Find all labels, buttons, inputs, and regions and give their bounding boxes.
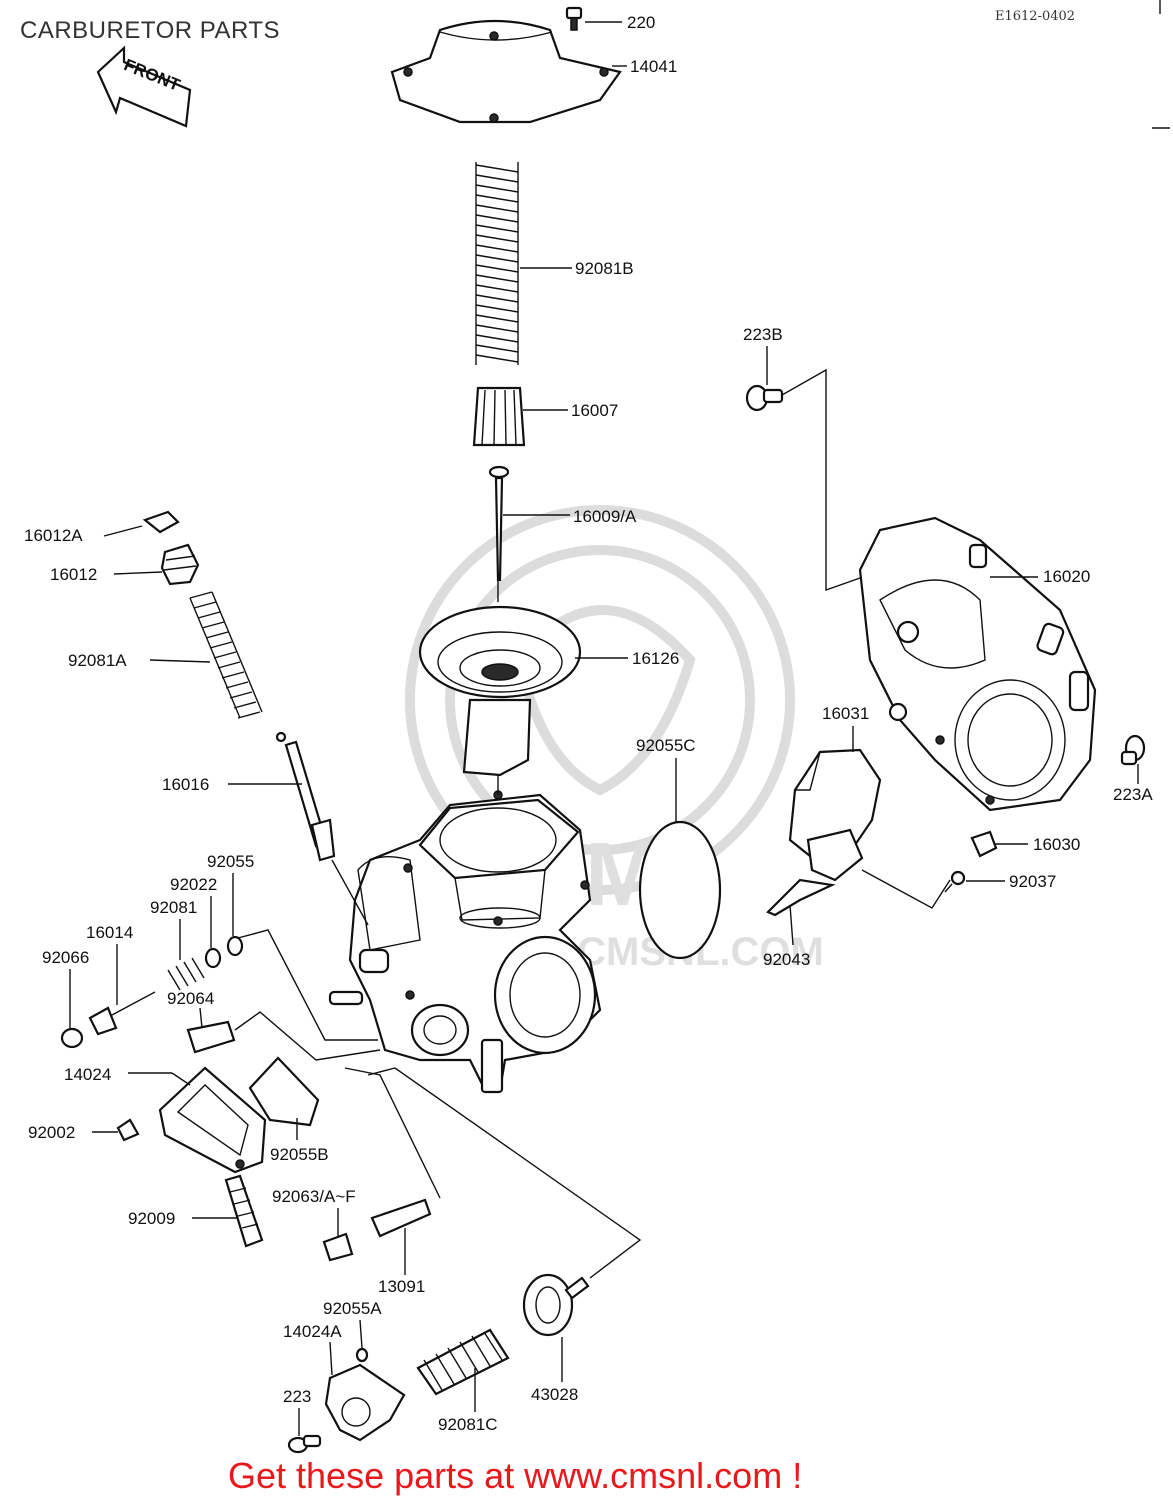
carburetor-top-cover-16020-part: [858, 516, 1097, 812]
screw-223b-part: [745, 384, 784, 412]
spring-92081c-part: [416, 1328, 510, 1396]
label-43028: 43028: [531, 1385, 578, 1404]
label-14041: 14041: [630, 57, 677, 76]
label-16020: 16020: [1043, 567, 1090, 586]
label-223b: 223B: [743, 325, 783, 344]
label-92055a: 92055A: [323, 1299, 382, 1318]
leader-92064: [234, 1011, 381, 1061]
label-92002: 92002: [28, 1123, 75, 1142]
vacuum-piston-16126-part: [418, 605, 582, 777]
spring-92081b-part: [475, 160, 519, 365]
jet-needle-16009a-part: [488, 465, 510, 582]
label-92081a: 92081A: [68, 651, 127, 670]
label-92037: 92037: [1009, 872, 1056, 891]
label-92066: 92066: [42, 948, 89, 967]
o-ring-92055-part: [226, 935, 244, 957]
page-title: CARBURETOR PARTS: [20, 17, 280, 44]
float-valve-16030-part: [970, 830, 998, 858]
label-16012: 16012: [50, 565, 97, 584]
label-16016: 16016: [162, 775, 209, 794]
spring-92081a-part: [189, 591, 263, 719]
label-16030: 16030: [1033, 835, 1080, 854]
label-16009a: 16009/A: [573, 507, 637, 526]
label-220: 220: [627, 13, 655, 32]
footer-link-text[interactable]: Get these parts at www.cmsnl.com !: [228, 1455, 802, 1496]
label-92081c: 92081C: [438, 1415, 498, 1434]
screw-92002-part: [116, 1118, 140, 1142]
label-92064: 92064: [167, 989, 214, 1008]
leader-16016: [331, 859, 369, 926]
label-16014: 16014: [86, 923, 133, 942]
cap-16012a-part: [142, 510, 180, 534]
label-16031: 16031: [822, 704, 869, 723]
leader-223b: [781, 368, 861, 591]
label-16126: 16126: [632, 649, 679, 668]
label-92081: 92081: [150, 898, 197, 917]
label-92055: 92055: [207, 852, 254, 871]
screw-223-part: [287, 1434, 322, 1454]
leader-float: [861, 869, 951, 909]
label-13091: 13091: [378, 1277, 425, 1296]
label-223a: 223A: [1113, 785, 1153, 804]
o-ring-92055a-part: [355, 1347, 369, 1363]
starter-plunger-16016-part: [275, 731, 336, 862]
washer-92022-part: [204, 947, 222, 969]
float-bowl-14024-part: [158, 1066, 267, 1174]
leader-43028: [367, 1067, 642, 1279]
screw-223a-part: [1120, 734, 1146, 766]
label-14024a: 14024A: [283, 1322, 342, 1341]
spring-92081-part: [167, 957, 205, 991]
part-labels: 220 14041 92081B 16007 16009/A 223B 1602…: [24, 13, 1153, 1436]
label-14024: 14024: [64, 1065, 111, 1084]
label-92043: 92043: [763, 950, 810, 969]
plunger-43028-part: [522, 1273, 590, 1337]
float-16031-part: [766, 748, 882, 917]
label-92063af: 92063/A~F: [272, 1187, 356, 1206]
pilot-screw-16014-part: [88, 991, 156, 1036]
leader-92055: [237, 929, 378, 1041]
o-ring-92055c-part: [638, 820, 722, 960]
gasket-92055b-part: [248, 1056, 320, 1127]
leader-jets: [344, 1067, 441, 1199]
corner-marks: [1152, 0, 1170, 129]
cap-16012-part: [160, 543, 200, 586]
pin-92037-part: [944, 870, 966, 893]
drain-screw-92009-part: [224, 1174, 264, 1248]
carburetor-body-part: [328, 790, 602, 1094]
cover-14024a-part: [324, 1363, 406, 1442]
label-92009: 92009: [128, 1209, 175, 1228]
front-arrow-icon: FRONT: [96, 45, 192, 128]
label-223: 223: [283, 1387, 311, 1406]
label-16012a: 16012A: [24, 526, 83, 545]
needle-jet-13091-part: [370, 1198, 432, 1238]
label-92055b: 92055B: [270, 1145, 329, 1164]
label-92081b: 92081B: [575, 259, 634, 278]
needle-holder-16007-part: [472, 386, 526, 447]
diagram-code: E1612-0402: [995, 9, 1075, 24]
top-cover-part: [390, 19, 622, 124]
label-92055c: 92055C: [636, 736, 696, 755]
label-16007: 16007: [571, 401, 618, 420]
label-92022: 92022: [170, 875, 217, 894]
screw-220-part: [565, 6, 583, 31]
jet-92064-part: [186, 1020, 236, 1054]
cap-92066-part: [60, 1027, 84, 1049]
